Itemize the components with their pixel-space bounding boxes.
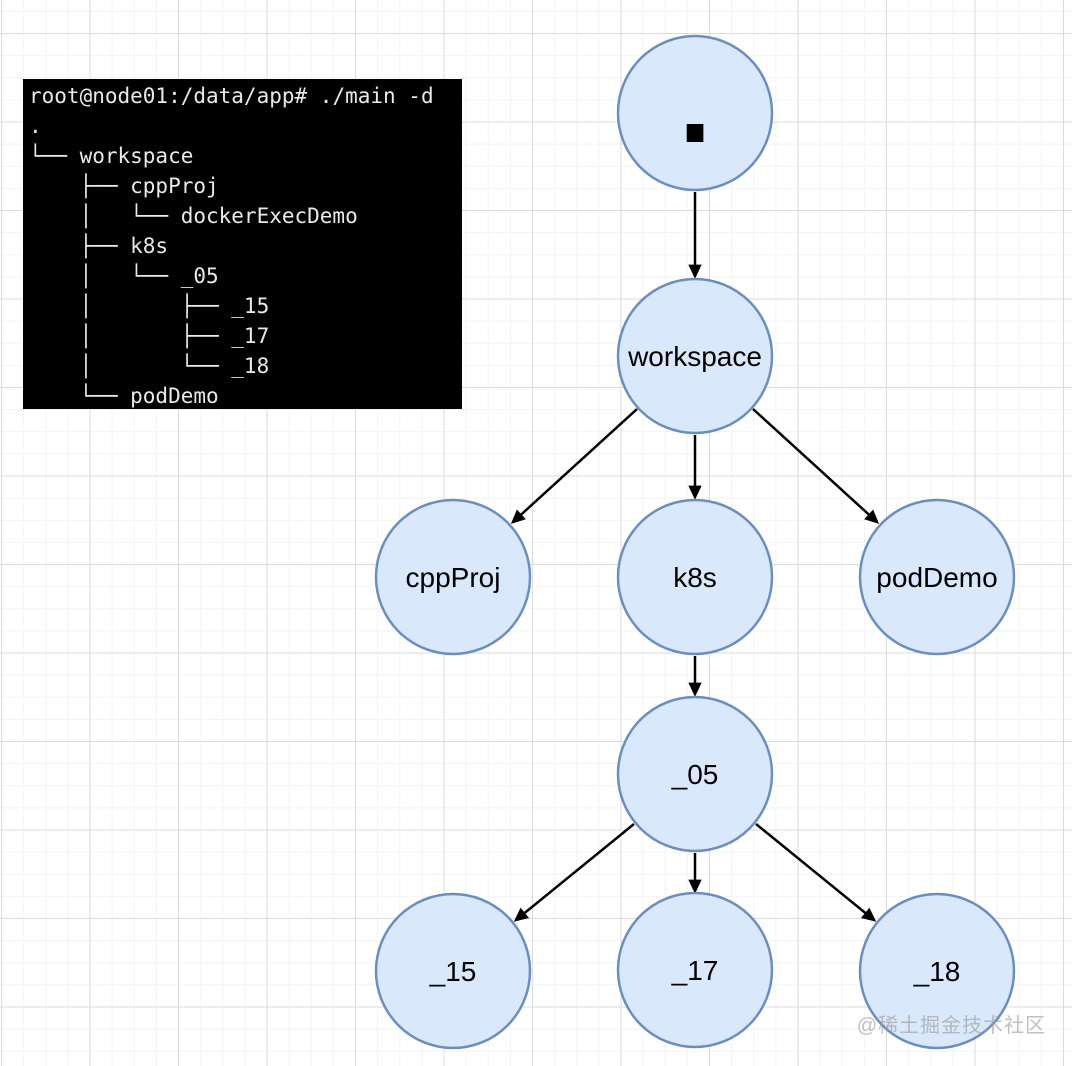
node-poddemo-circle (858, 498, 1016, 656)
node-15: _15 (374, 892, 532, 1050)
edge-05-15 (513, 823, 635, 922)
node-poddemo-label: podDemo (876, 562, 997, 593)
node-15-label: _15 (429, 956, 477, 987)
node-root: . (616, 34, 774, 192)
edge-05-18 (755, 823, 877, 922)
node-cppproj-label: cppProj (406, 562, 501, 593)
node-k8s-label: k8s (673, 562, 717, 593)
node-k8s: k8s (616, 498, 774, 656)
terminal-command: ./main -d (319, 84, 434, 108)
terminal-window: root@node01:/data/app# ./main -d . └── w… (23, 79, 462, 409)
node-05-label: _05 (671, 759, 719, 790)
watermark: @稀土掘金技术社区 (856, 1015, 1046, 1037)
node-17: _17 (616, 891, 774, 1049)
node-cppproj-circle (374, 498, 532, 656)
node-cppproj: cppProj (374, 498, 532, 656)
node-k8s-circle (616, 498, 774, 656)
node-18-circle (858, 892, 1016, 1050)
node-18: _18 (858, 892, 1016, 1050)
node-root-circle (616, 34, 774, 192)
nodes: . workspace cppProj k8s podDemo _05 (374, 34, 1016, 1050)
terminal-tree-output: . └── workspace ├── cppProj │ └── docker… (29, 114, 358, 408)
edge-workspace-cppproj (510, 408, 638, 524)
node-17-circle (616, 891, 774, 1049)
node-root-label: . (677, 55, 713, 165)
node-18-label: _18 (913, 956, 961, 987)
node-poddemo: podDemo (858, 498, 1016, 656)
terminal-prompt: root@node01:/data/app# (29, 84, 320, 108)
edge-workspace-poddemo (752, 408, 880, 524)
node-workspace: workspace (616, 277, 774, 435)
node-15-circle (374, 892, 532, 1050)
edges (510, 192, 880, 922)
terminal-output: root@node01:/data/app# ./main -d . └── w… (29, 81, 462, 409)
node-05-circle (616, 695, 774, 853)
node-workspace-label: workspace (627, 341, 762, 372)
node-05: _05 (616, 695, 774, 853)
node-workspace-circle (616, 277, 774, 435)
node-17-label: _17 (671, 955, 719, 986)
